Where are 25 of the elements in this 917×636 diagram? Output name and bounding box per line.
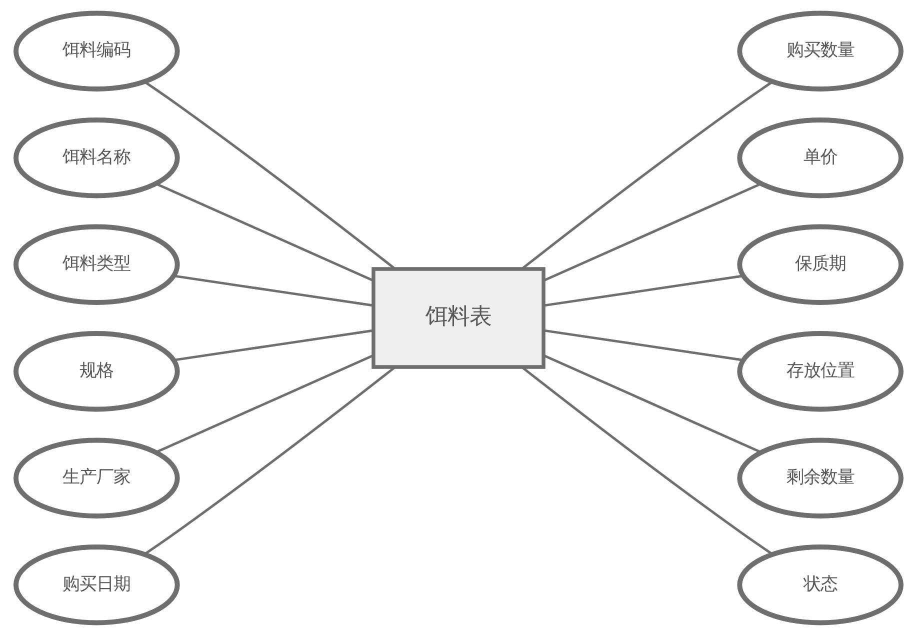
node-ellipse: 存放位置 xyxy=(737,331,904,412)
node-ellipse: 规格 xyxy=(13,331,180,412)
connector xyxy=(174,329,374,362)
connector xyxy=(144,80,396,270)
connector xyxy=(522,80,774,270)
node-ellipse: 饵料名称 xyxy=(13,118,180,198)
connector xyxy=(156,182,374,282)
connector xyxy=(144,366,396,556)
node-ellipse: 饵料编码 xyxy=(13,10,180,92)
connector xyxy=(522,366,774,556)
connector xyxy=(174,274,374,307)
connector xyxy=(543,354,762,454)
connector xyxy=(543,274,744,307)
node-ellipse: 购买数量 xyxy=(737,10,904,92)
node-ellipse: 生产厂家 xyxy=(13,438,180,518)
node-ellipse: 单价 xyxy=(737,118,904,198)
node-ellipse: 饵料类型 xyxy=(13,224,180,305)
connector xyxy=(543,329,744,362)
node-ellipse: 购买日期 xyxy=(13,544,180,626)
connector xyxy=(156,354,374,454)
node-ellipse: 保质期 xyxy=(737,224,904,305)
node-ellipse: 状态 xyxy=(737,544,904,626)
node-ellipse: 剩余数量 xyxy=(737,438,904,518)
node-box: 饵料表 xyxy=(372,267,546,369)
connector xyxy=(543,182,762,282)
